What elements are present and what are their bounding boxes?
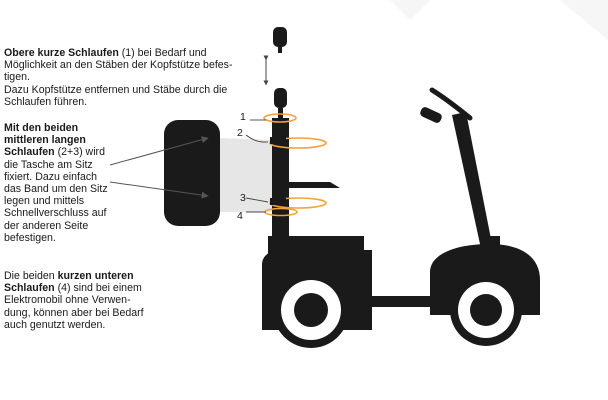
handle-grip [420, 107, 442, 123]
front-wheel-hub [470, 294, 502, 326]
p3-line1: Die beiden [4, 270, 58, 282]
label-2: 2 [237, 127, 243, 139]
p2-line7: legen und mittels [4, 195, 85, 208]
p3-line5: auch genutzt werden. [4, 318, 106, 331]
label-4: 4 [237, 210, 243, 222]
p3-line2: (4) sind bei einem [54, 282, 142, 295]
lower-loops-title-2: Schlaufen [4, 282, 55, 295]
p1-line3: tigen. [4, 71, 30, 84]
middle-loops-title-2: mittleren langen [4, 134, 86, 147]
bag-back [164, 120, 220, 226]
floorboard [352, 296, 456, 307]
leader-2 [245, 134, 269, 143]
removed-headrest [273, 27, 287, 53]
label-1: 1 [240, 111, 246, 123]
buckle-2 [270, 137, 286, 144]
p1-line2: Möglichkeit an den Stäben der Kopfstütze… [4, 59, 233, 72]
armrest [289, 182, 340, 188]
p1-line4: Dazu Kopfstütze entfernen und Stäbe durc… [4, 83, 228, 96]
p2-line5: fixiert. Dazu einfach [4, 170, 98, 183]
p2-line6: das Band um den Sitz [4, 183, 108, 196]
pointer-arrow-bottom [109, 181, 209, 199]
handlebar [429, 87, 473, 121]
p2-line3: (2+3) wird [54, 146, 105, 159]
bag-side [220, 138, 272, 212]
bg-shape [390, 0, 430, 20]
label-3: 3 [240, 192, 246, 204]
instruction-middle-loops: Mit den beiden mittleren langen Schlaufe… [4, 122, 122, 244]
p2-line4: die Tasche am Sitz [4, 158, 93, 171]
p1-line1: (1) bei Bedarf und [118, 47, 207, 59]
middle-loops-title-1: Mit den beiden [4, 122, 79, 134]
pointer-arrow-top [109, 136, 209, 166]
instruction-lower-loops: Die beiden kurzen unteren Schlaufen (4) … [4, 270, 164, 331]
lower-loops-title-1: kurzen unteren [57, 270, 134, 282]
steering-column [452, 112, 492, 244]
headrest [274, 88, 287, 118]
middle-loops-title-3: Schlaufen [4, 146, 55, 159]
p2-line9: der anderen Seite [4, 219, 89, 232]
upper-loops-title: Obere kurze Schlaufen [4, 47, 119, 59]
p3-line3: Elektromobil ohne Verwen- [4, 294, 131, 307]
p3-line4: dung, können aber bei Bedarf [4, 306, 144, 319]
rear-wheel-hub [294, 293, 328, 327]
bg-shape [560, 0, 608, 40]
p2-line8: Schnellverschluss auf [4, 207, 107, 220]
p2-line10: befestigen. [4, 231, 56, 244]
backrest [272, 118, 289, 238]
p1-line5: Schlaufen führen. [4, 95, 88, 108]
steering-base [480, 236, 500, 246]
leader-3 [245, 197, 269, 203]
instruction-upper-loops: Obere kurze Schlaufen (1) bei Bedarf und… [4, 47, 252, 108]
strap-1 [263, 113, 297, 123]
buckle-3 [270, 198, 286, 205]
seat [268, 236, 364, 250]
